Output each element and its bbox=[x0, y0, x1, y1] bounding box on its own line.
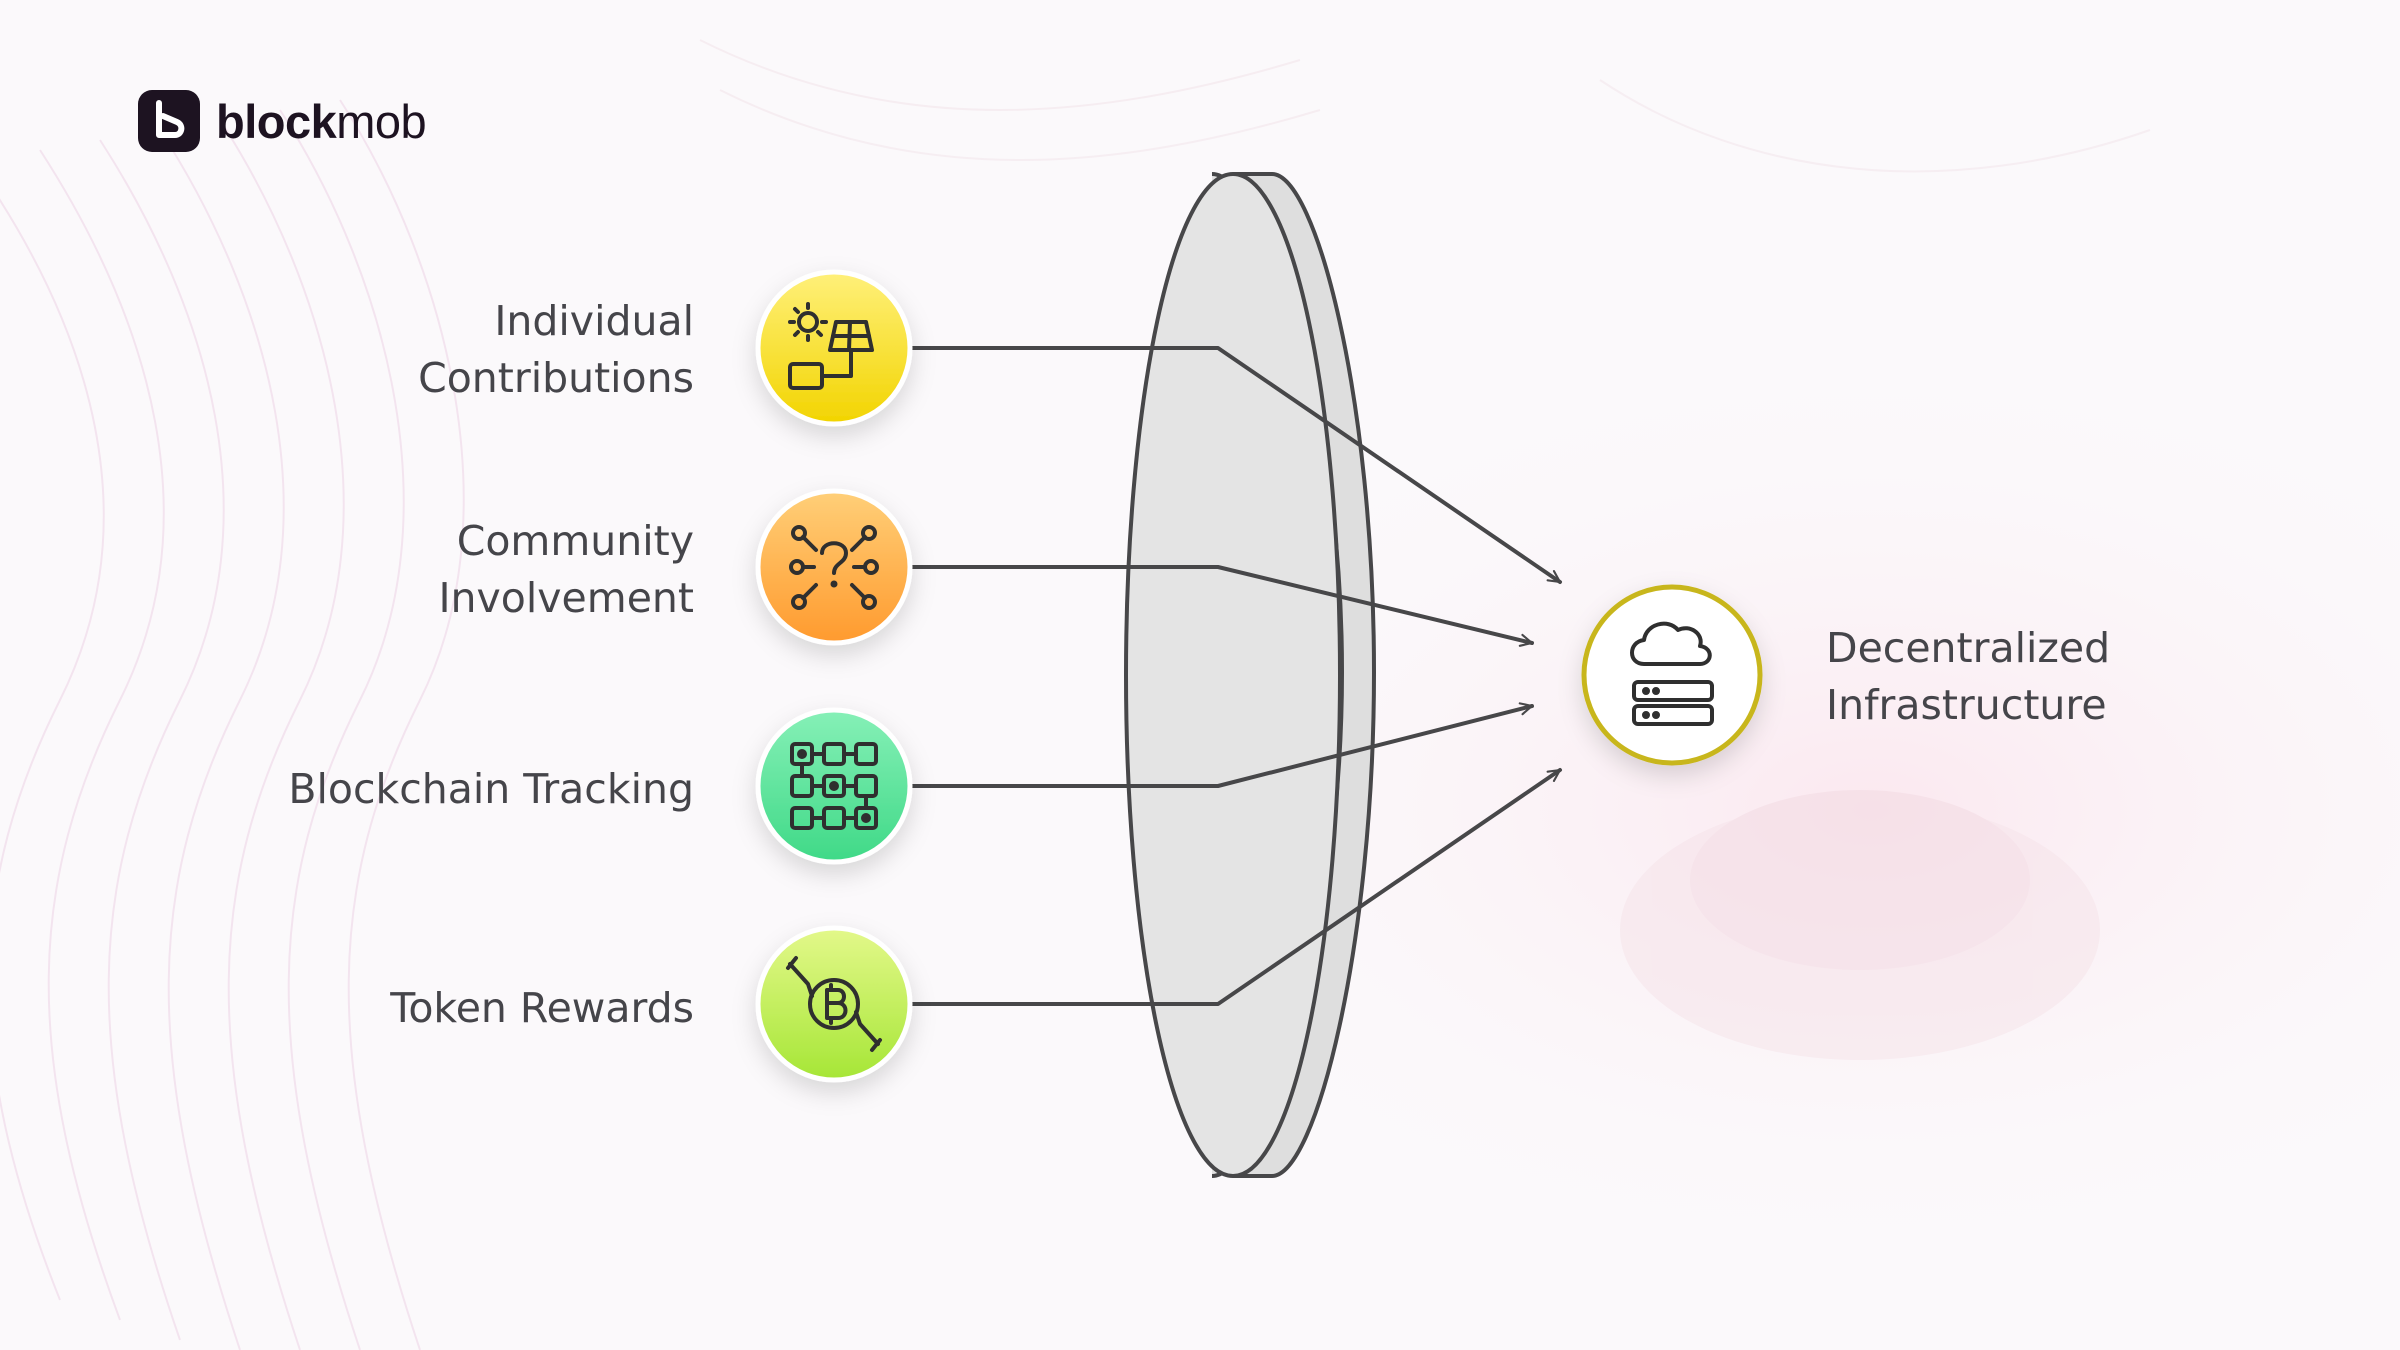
label-line: Community bbox=[456, 517, 694, 565]
question-network-icon bbox=[789, 525, 879, 610]
brand-logo[interactable]: blockmob bbox=[138, 89, 427, 153]
block-grid-icon bbox=[790, 742, 878, 830]
input-label-blockchain-tracking: Blockchain Tracking bbox=[288, 761, 694, 818]
label-line: Individual bbox=[494, 297, 694, 345]
label-line: Involvement bbox=[438, 574, 694, 622]
label-line: Token Rewards bbox=[390, 984, 694, 1032]
solar-panel-battery-icon bbox=[788, 302, 874, 390]
node-decentralized-infrastructure[interactable] bbox=[1581, 584, 1763, 766]
brand-name-light: mob bbox=[336, 94, 427, 148]
lens-shape bbox=[1124, 172, 1376, 1178]
cloud-server-icon bbox=[1630, 621, 1714, 726]
output-label-decentralized-infrastructure: Decentralized Infrastructure bbox=[1826, 620, 2110, 734]
brand-name-bold: block bbox=[216, 94, 337, 148]
connector-line-blockchain-tracking bbox=[908, 702, 1534, 788]
input-label-individual-contributions: Individual Contributions bbox=[418, 293, 694, 407]
blockmob-logo-icon bbox=[138, 90, 200, 152]
input-label-community-involvement: Community Involvement bbox=[438, 513, 694, 627]
label-line: Contributions bbox=[418, 354, 694, 402]
brand-name: blockmob bbox=[216, 94, 427, 149]
input-label-token-rewards: Token Rewards bbox=[390, 980, 694, 1037]
bitcoin-handshake-icon bbox=[786, 956, 882, 1052]
connector-line-token-rewards bbox=[908, 768, 1562, 1006]
label-line: Infrastructure bbox=[1826, 681, 2107, 729]
label-line: Blockchain Tracking bbox=[288, 765, 694, 813]
connector-line-community-involvement bbox=[908, 565, 1534, 647]
connector-line-individual-contributions bbox=[908, 346, 1562, 584]
label-line: Decentralized bbox=[1826, 624, 2111, 672]
